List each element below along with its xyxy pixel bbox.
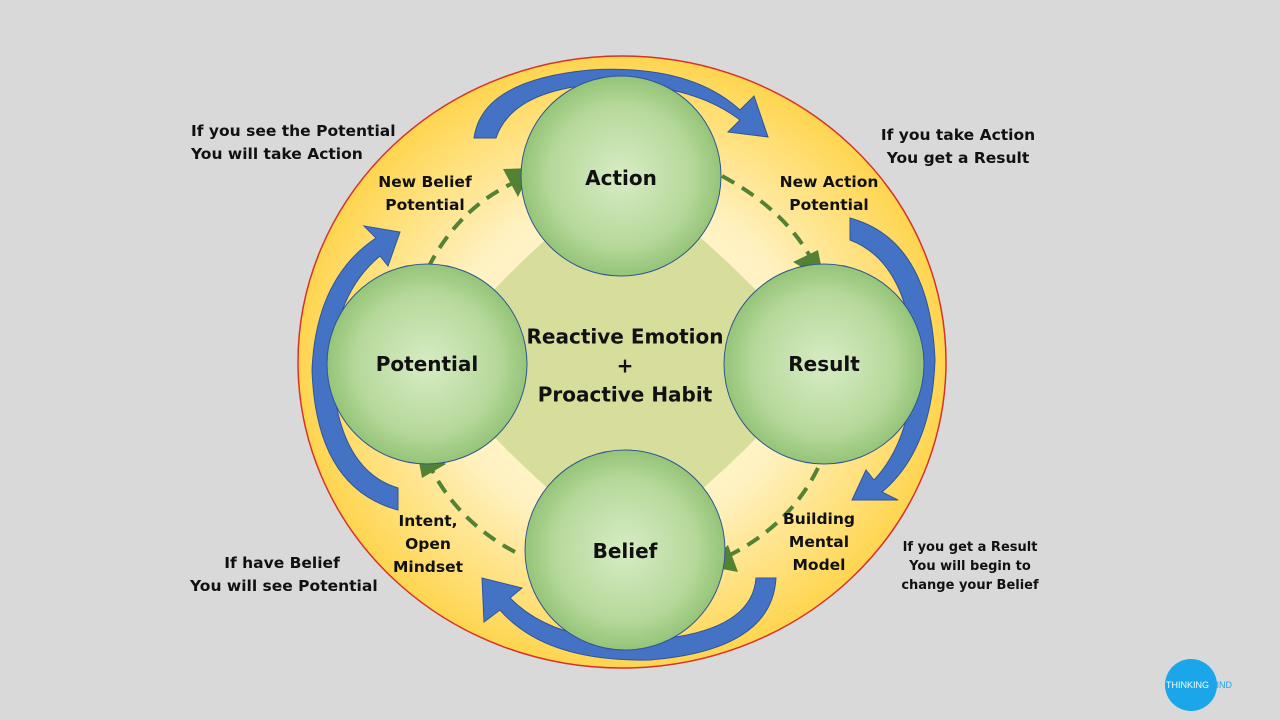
label-top-right: If you take Action You get a Result <box>880 126 1036 167</box>
label-building-mental-model: Building Mental Model <box>782 510 855 574</box>
node-label-belief: Belief <box>592 539 658 563</box>
label-bottom-right: If you get a Result You will begin to ch… <box>901 540 1039 593</box>
label-intent-open-mindset: Intent, Open Mindset <box>392 512 463 576</box>
center-line-3: Proactive Habit <box>537 382 713 407</box>
logo-text-thinking: THINKING <box>1166 680 1210 690</box>
outer-arrow-top <box>473 68 769 139</box>
node-label-action: Action <box>585 166 657 190</box>
outer-arrow-bottom <box>481 577 777 661</box>
cycle-arrows <box>426 174 820 558</box>
logo-text-mind: MIND <box>1209 680 1233 690</box>
center-line-1: Reactive Emotion <box>526 324 724 349</box>
outer-arrow-left <box>311 225 401 511</box>
node-action <box>520 75 722 277</box>
center-line-2: + <box>616 353 634 378</box>
label-new-action-potential: New Action Potential <box>779 173 879 214</box>
node-label-potential: Potential <box>375 352 479 376</box>
node-label-result: Result <box>788 352 860 376</box>
cycle-arrow-potential-to-action <box>426 178 521 269</box>
node-result <box>723 263 925 465</box>
center-text: Reactive Emotion + Proactive Habit <box>527 323 724 410</box>
label-new-belief-potential: New Belief Potential <box>378 173 472 214</box>
logo-text: THINKINGMIND <box>1166 680 1232 690</box>
node-potential <box>326 263 528 465</box>
inner-area-rounded <box>428 176 822 552</box>
label-top-left: If you see the Potential You will take A… <box>191 122 396 163</box>
node-belief <box>524 449 726 651</box>
thinking-mind-logo <box>1165 659 1217 711</box>
label-bottom-left: If have Belief You will see Potential <box>190 554 378 595</box>
